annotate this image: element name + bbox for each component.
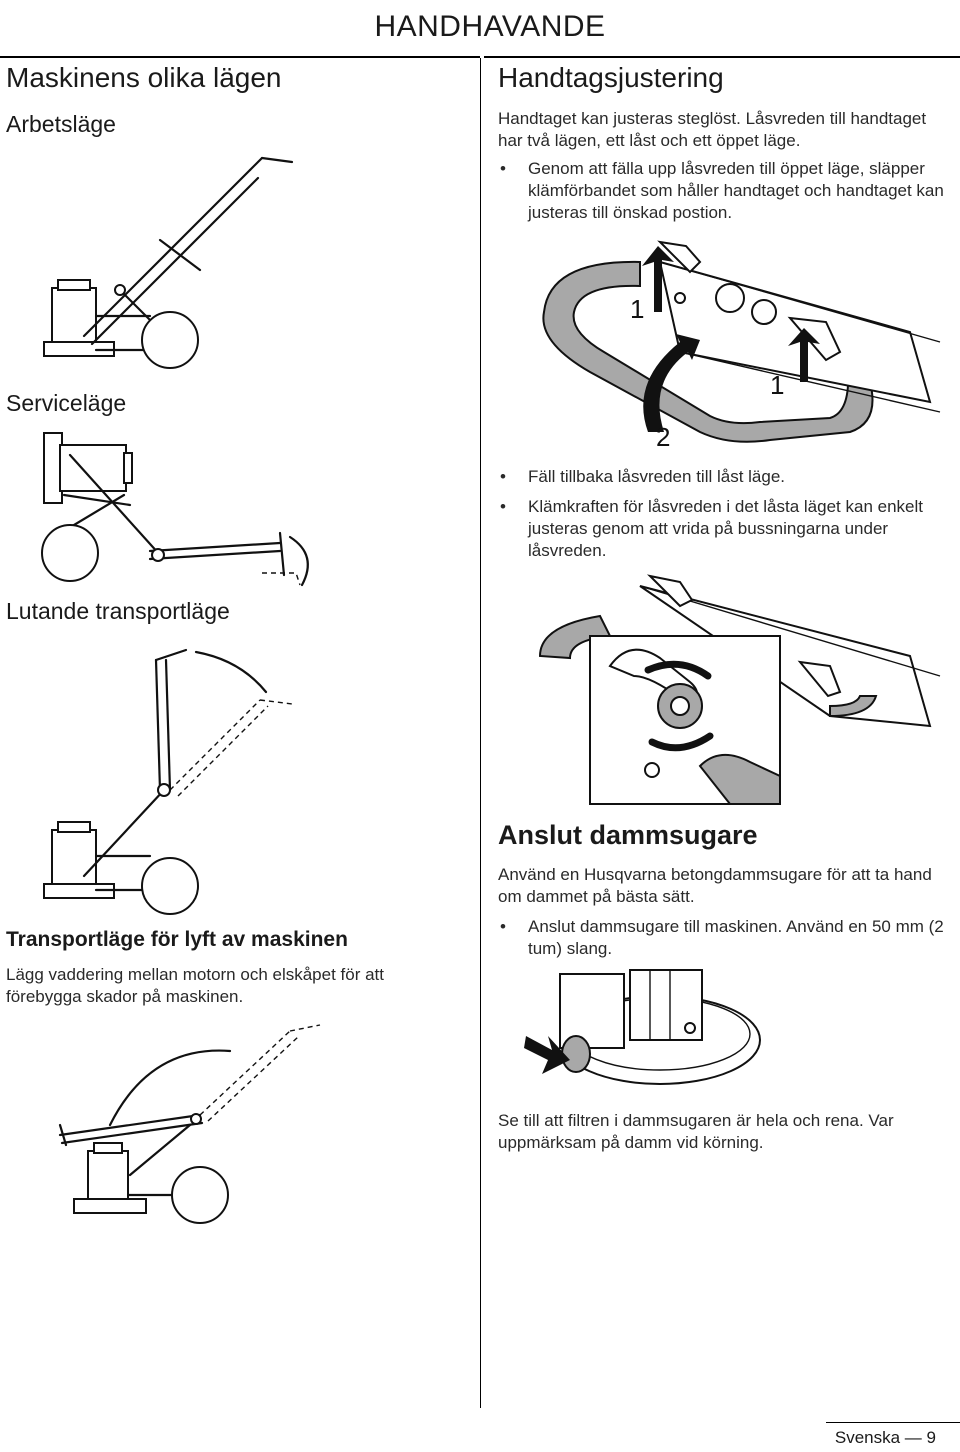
callout-1-lower: 1 (770, 370, 784, 400)
dust-bullet-connect: Anslut dammsugare till maskinen. Använd … (498, 916, 958, 960)
dust-filter-note: Se till att filtren i dammsugaren är hel… (498, 1111, 894, 1152)
vacuum-connection-illustration (524, 969, 761, 1085)
machine-modes-heading: Maskinens olika lägen (6, 62, 282, 93)
handle-lever-illustration: 1 1 2 (542, 240, 941, 452)
handle-adjust-heading: Handtagsjustering (498, 62, 724, 93)
callout-1-upper: 1 (630, 294, 644, 324)
work-mode-heading: Arbetsläge (6, 111, 116, 137)
header-rule-left (0, 56, 480, 58)
lift-transport-heading: Transportläge för lyft av maskinen (6, 928, 348, 951)
handle-adjust-intro: Handtaget kan justeras steglöst. Låsvred… (498, 109, 927, 150)
page-footer: Svenska — 9 (835, 1428, 936, 1448)
work-mode-illustration (43, 156, 294, 369)
lift-transport-illustration (58, 1024, 321, 1224)
dust-connect-heading: Anslut dammsugare (498, 820, 758, 850)
dust-connect-bullet-list: Anslut dammsugare till maskinen. Använd … (498, 916, 958, 968)
tilted-transport-illustration (43, 648, 293, 915)
footer-separator: — (904, 1428, 922, 1447)
bushing-adjust-illustration (538, 574, 941, 805)
handle-adjust-bullet-list-1: Genom att fälla upp låsvreden till öppet… (498, 158, 958, 232)
footer-rule (826, 1422, 960, 1423)
service-mode-heading: Serviceläge (6, 390, 127, 416)
service-mode-illustration (41, 432, 309, 587)
dust-connect-intro: Använd en Husqvarna betongdammsugare för… (498, 865, 932, 906)
footer-page-number: 9 (926, 1428, 936, 1447)
handle-bullet-clamp: Klämkraften för låsvreden i det låsta lä… (498, 496, 958, 562)
footer-language: Svenska (834, 1428, 901, 1447)
tilted-transport-heading: Lutande transportläge (6, 598, 230, 624)
header-rule-right (484, 56, 960, 58)
column-divider (480, 58, 481, 1408)
lift-transport-text: Lägg vaddering mellan motorn och elskåpe… (6, 965, 385, 1006)
callout-2: 2 (656, 422, 670, 452)
handle-bullet-open: Genom att fälla upp låsvreden till öppet… (498, 158, 958, 224)
handle-bullet-lock: Fäll tillbaka låsvreden till låst läge. (498, 466, 958, 488)
page-header-title: HANDHAVANDE (374, 10, 606, 43)
handle-adjust-bullet-list-2: Fäll tillbaka låsvreden till låst läge. … (498, 466, 958, 570)
